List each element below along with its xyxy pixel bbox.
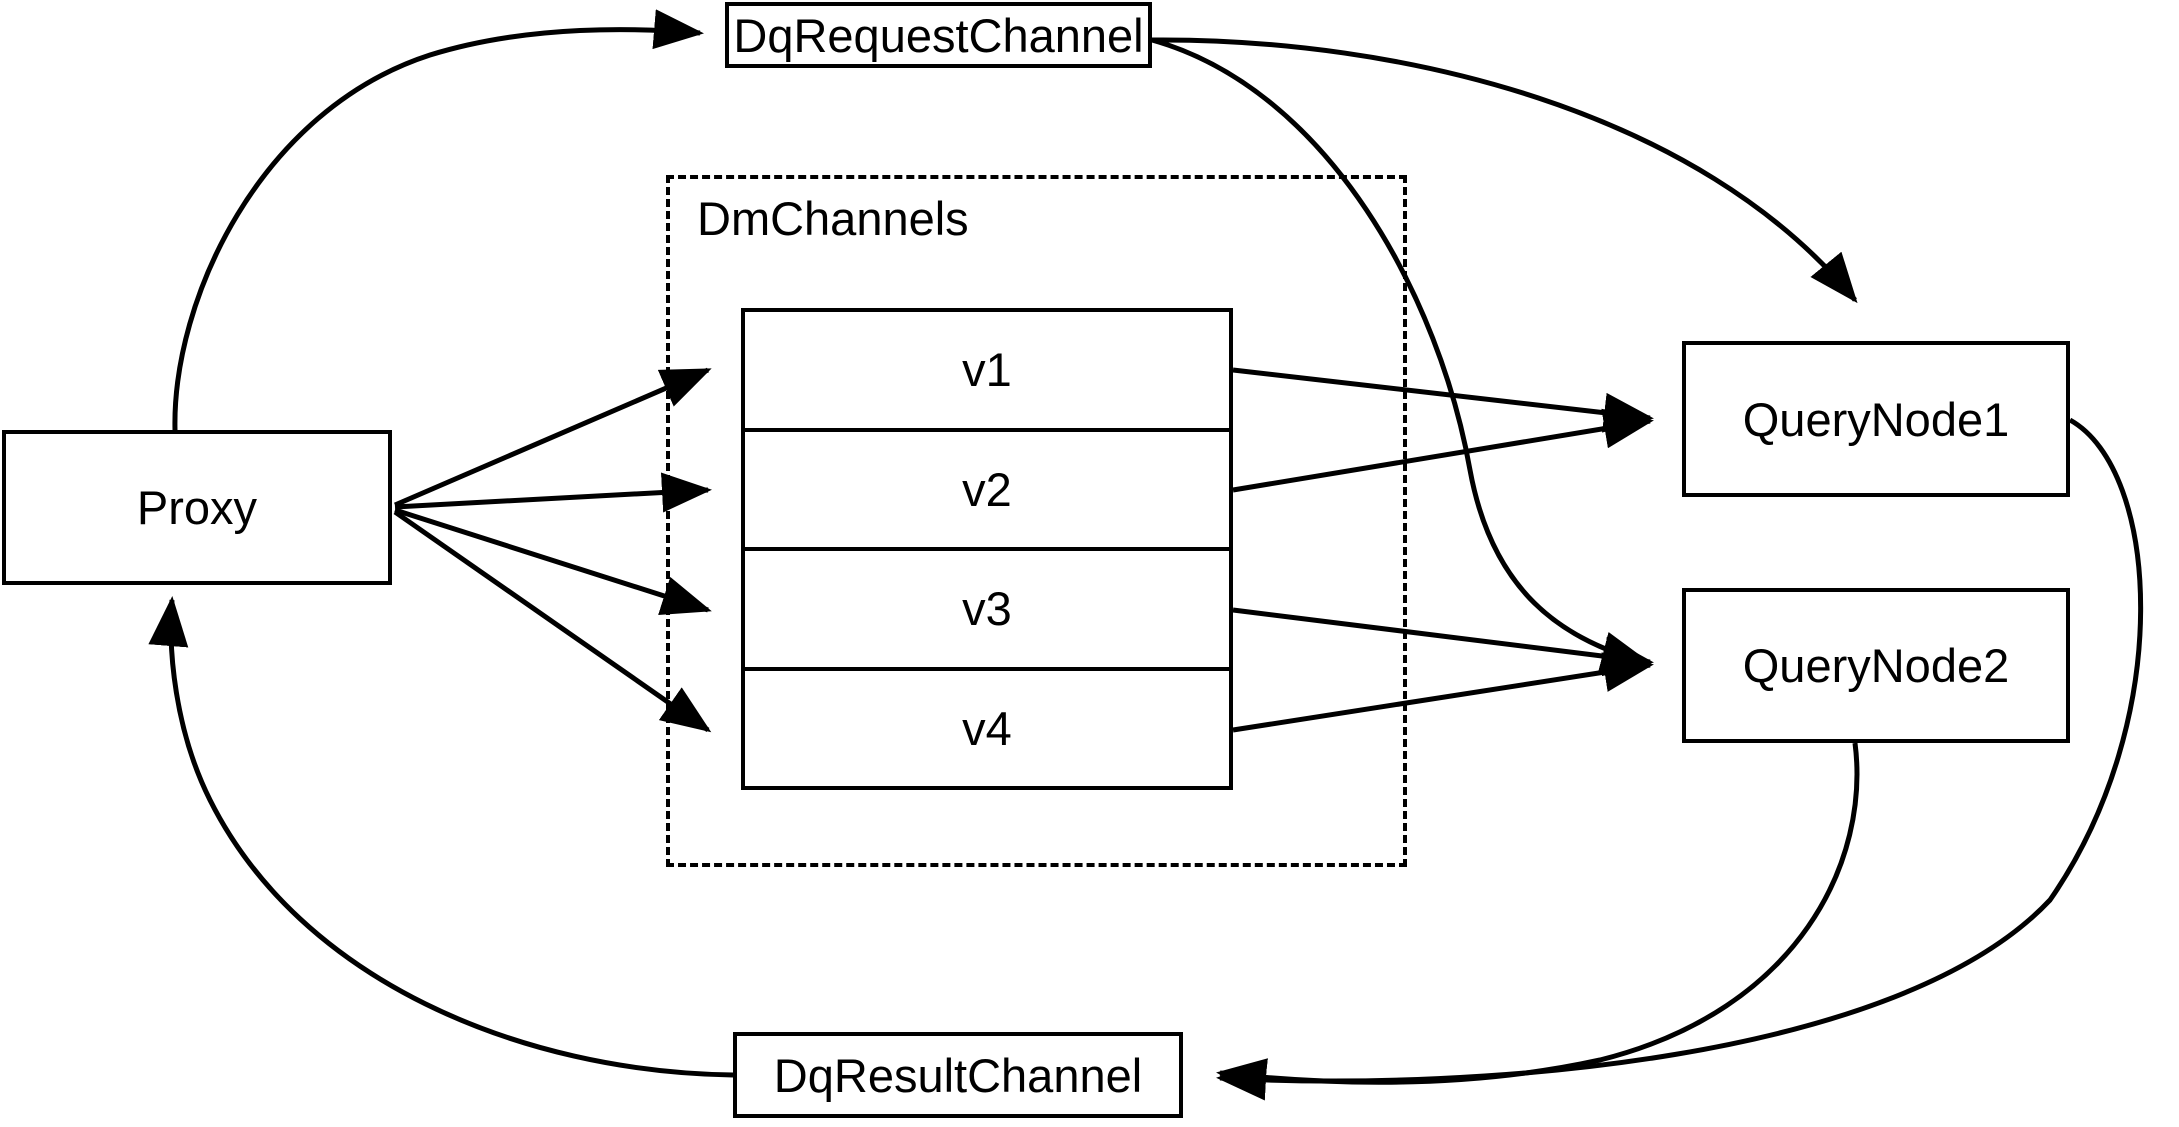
dm-channel-row-v4[interactable]: v4 [745, 670, 1229, 786]
node-dq-result-channel[interactable]: DqResultChannel [733, 1032, 1183, 1118]
dm-channel-row-v2[interactable]: v2 [745, 431, 1229, 551]
group-dm-channels-label: DmChannels [697, 192, 969, 245]
edge-proxy-to-v2 [394, 472, 712, 513]
edge-dqresultchannel-to-proxy [148, 596, 734, 1078]
dm-channel-stack: v1 v2 v3 v4 [741, 308, 1233, 790]
dm-channel-label-v2: v2 [962, 462, 1012, 516]
node-dq-request-channel-label: DqRequestChannel [733, 8, 1144, 62]
node-query-node-1[interactable]: QueryNode1 [1682, 341, 2070, 497]
group-dm-channels [666, 175, 1407, 867]
edge-proxy-to-v1 [394, 367, 712, 508]
dm-channel-label-v1: v1 [962, 343, 1012, 397]
node-proxy-label: Proxy [136, 481, 258, 534]
node-query-node-2-label: QueryNode2 [1742, 639, 2010, 692]
dm-channel-row-v1[interactable]: v1 [745, 312, 1229, 432]
dm-channel-label-v3: v3 [962, 582, 1012, 636]
node-query-node-2[interactable]: QueryNode2 [1682, 588, 2070, 743]
node-dq-request-channel[interactable]: DqRequestChannel [725, 2, 1152, 68]
edge-proxy-to-v4 [393, 509, 712, 733]
node-proxy[interactable]: Proxy [2, 430, 392, 585]
node-dq-result-channel-label: DqResultChannel [773, 1048, 1143, 1102]
dm-channel-row-v3[interactable]: v3 [745, 551, 1229, 671]
edge-proxy-to-dqrequestchannel [172, 9, 704, 431]
node-query-node-1-label: QueryNode1 [1742, 392, 2010, 446]
dm-channel-label-v4: v4 [962, 701, 1012, 755]
edge-proxy-to-v3 [394, 507, 712, 616]
